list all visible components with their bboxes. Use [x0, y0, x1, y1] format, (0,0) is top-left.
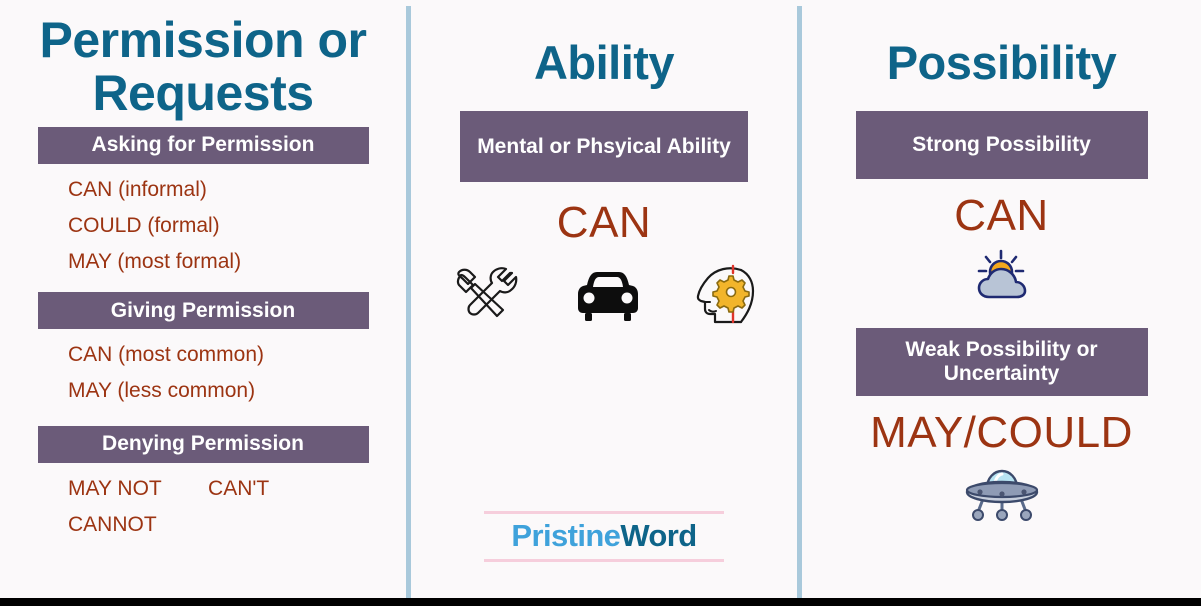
column-divider-left: [406, 6, 411, 598]
column-divider-right: [797, 6, 802, 598]
modal-word-can-ability: CAN: [556, 198, 652, 248]
logo-text-pristine: Pristine: [511, 518, 621, 553]
strong-possibility-icon-row: [802, 249, 1201, 308]
hammer-and-wrench-icon: [451, 264, 521, 333]
column-title-permission: Permission or Requests: [39, 12, 367, 121]
ability-icon-row: [411, 264, 797, 333]
modal-word-can-possibility: CAN: [954, 191, 1049, 241]
logo-rule-top: [484, 511, 724, 514]
list-item: COULD (formal): [68, 214, 220, 238]
list-item: CAN (most common): [68, 343, 265, 367]
weak-possibility-icon-row: [802, 466, 1201, 527]
head-with-gear-icon: [695, 264, 757, 333]
column-ability: Ability Mental or Phsyical Ability CAN: [411, 0, 797, 598]
sun-behind-cloud-icon: [970, 249, 1034, 308]
list-denying-permission: MAY NOT CAN'T CANNOT: [0, 471, 406, 543]
logo-text: PristineWord: [484, 514, 724, 559]
bar-mental-or-physical-ability: Mental or Phsyical Ability: [460, 111, 748, 183]
list-item: MAY NOT CAN'T: [68, 476, 270, 500]
pristineword-logo: PristineWord: [484, 511, 724, 562]
flying-saucer-icon: [965, 466, 1039, 527]
bottom-band: [0, 598, 1201, 606]
list-item: MAY (most formal): [68, 250, 242, 274]
list-item: CANNOT: [68, 512, 157, 536]
bar-weak-possibility-or-uncertainty: Weak Possibility or Uncertainty: [855, 328, 1148, 397]
list-giving-permission: CAN (most common) MAY (less common): [0, 337, 406, 409]
column-title-ability: Ability: [533, 36, 675, 89]
logo-rule-bottom: [484, 559, 724, 562]
bar-asking-for-permission: Asking for Permission: [37, 127, 369, 164]
column-title-possibility: Possibility: [886, 36, 1117, 89]
modal-word-may-could: MAY/COULD: [870, 408, 1133, 458]
logo-text-word: Word: [620, 518, 697, 553]
car-icon: [575, 267, 641, 330]
column-permission: Permission or Requests Asking for Permis…: [0, 0, 406, 598]
list-item: CAN (informal): [68, 178, 207, 201]
column-possibility: Possibility Strong Possibility CAN: [802, 0, 1201, 598]
bar-denying-permission: Denying Permission: [37, 425, 369, 463]
list-asking-for-permission: CAN (informal) COULD (formal) MAY (most …: [0, 172, 406, 280]
list-item: MAY (less common): [68, 379, 256, 403]
bar-giving-permission: Giving Permission: [37, 292, 369, 330]
bar-strong-possibility: Strong Possibility: [855, 111, 1148, 180]
